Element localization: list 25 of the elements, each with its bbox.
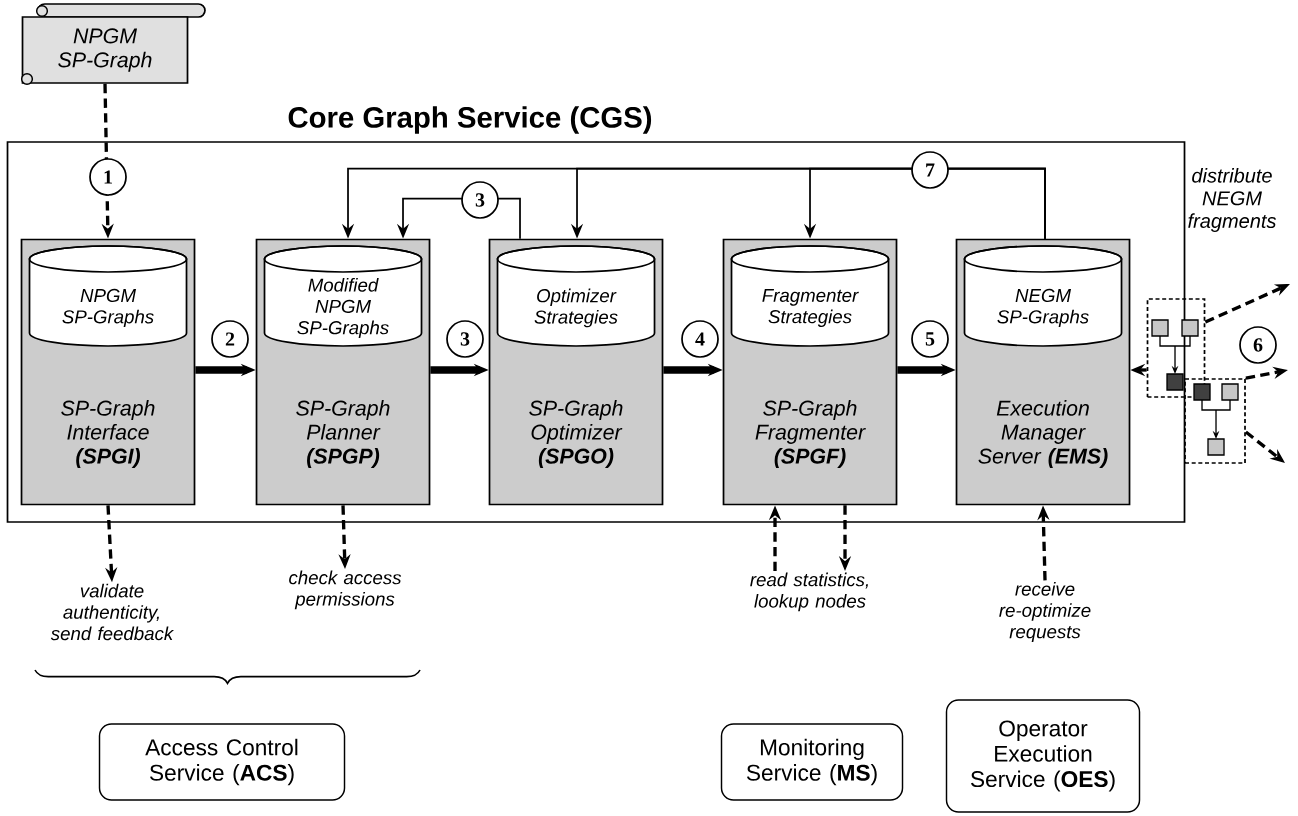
- fragment-graph-drawing: [1146, 298, 1206, 398]
- step-number: 7: [911, 151, 949, 189]
- step-number: 1: [89, 158, 127, 196]
- database-cylinder: Fragmenter Strategies: [730, 245, 890, 347]
- node-label: Core Graph Service (CGS): [288, 106, 652, 134]
- step-number: 3: [446, 320, 484, 358]
- step-number: 3: [461, 181, 499, 219]
- database-cylinder: Optimizer Strategies: [496, 245, 656, 347]
- fragment-graph-drawing: [1184, 378, 1246, 464]
- annotation-text: receive re-optimize requests: [999, 581, 1091, 642]
- scroll: NPGM SP-Graph: [20, 3, 206, 86]
- step-number: 4: [681, 320, 719, 358]
- database-cylinder: NPGM SP-Graphs: [28, 245, 188, 347]
- database-cylinder: Modified NPGM SP-Graphs: [263, 245, 423, 347]
- step-number: 6: [1239, 326, 1277, 364]
- annotation-text: read statistics, lookup nodes: [750, 572, 868, 612]
- step-number: 5: [911, 320, 949, 358]
- annotation-text: check access permissions: [289, 570, 402, 610]
- database-cylinder: NEGM SP-Graphs: [963, 245, 1123, 347]
- service-box: Operator Execution Service (OES): [945, 699, 1141, 813]
- annotation-text: distribute NEGM fragments: [1188, 168, 1277, 232]
- step-number: 2: [211, 320, 249, 358]
- service-box: Monitoring Service (MS): [720, 723, 904, 801]
- annotation-text: validate authenticity, send feedback: [50, 583, 174, 641]
- service-box: Access Control Service (ACS): [98, 723, 346, 801]
